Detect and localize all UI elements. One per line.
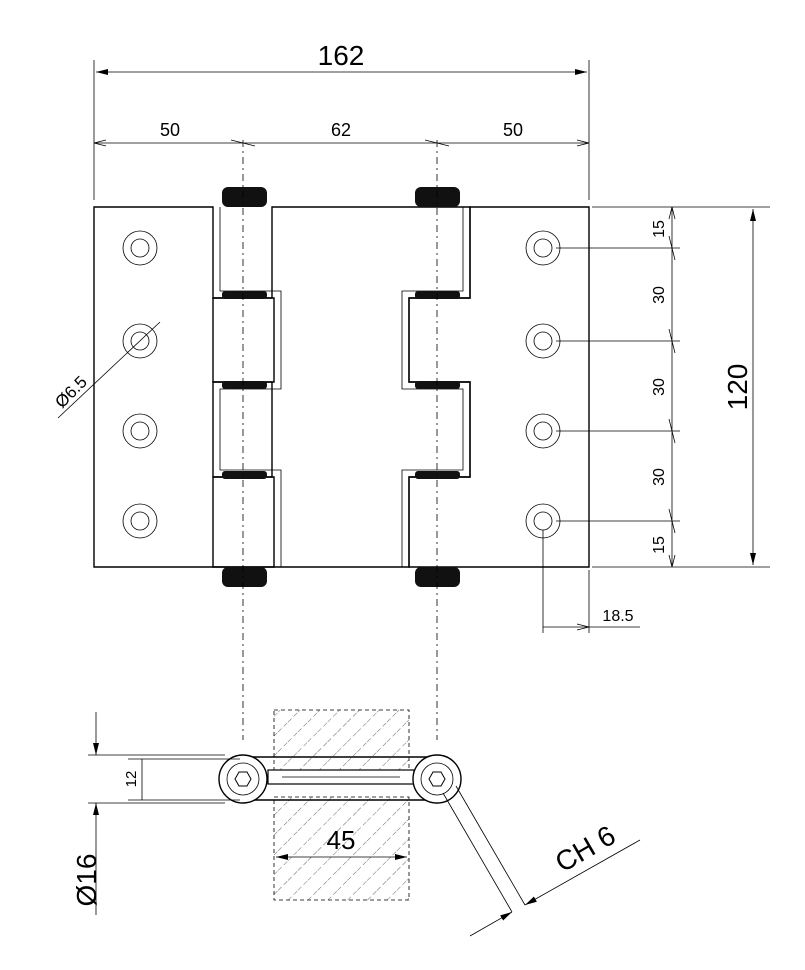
dim-center-leaf: 62 — [331, 120, 351, 140]
knuckle-right-2 — [415, 381, 460, 389]
dim-left-leaf: 50 — [160, 120, 180, 140]
hole-left-1 — [122, 230, 158, 266]
knuckle-right-1 — [415, 291, 460, 299]
hex-socket-left — [234, 771, 252, 787]
hole-right-3 — [525, 413, 561, 449]
dim-hole-edge-offset: 18.5 — [602, 608, 633, 625]
dimensions-front: 162 50 62 50 120 15 30 30 30 15 — [51, 40, 770, 633]
hole-right-2 — [525, 323, 561, 359]
hole-left-3 — [122, 413, 158, 449]
knuckle-bottom-right — [415, 567, 460, 587]
knuckle-section-right — [412, 754, 462, 804]
dim-plate-thickness: 12 — [123, 771, 140, 788]
hole-right-1 — [525, 230, 561, 266]
dim-overall-width: 162 — [318, 40, 365, 71]
dim-hole-spacing-2: 30 — [651, 378, 668, 396]
knuckle-section-left — [218, 754, 268, 804]
front-view — [93, 140, 590, 740]
dim-right-leaf: 50 — [503, 120, 523, 140]
knuckles — [222, 187, 460, 587]
knuckle-left-1 — [222, 291, 267, 299]
knuckle-right-3 — [415, 471, 460, 479]
dim-height: 120 — [722, 364, 753, 411]
section-view: 12 Ø16 45 CH 6 — [71, 709, 641, 937]
dim-hole-spacing-1: 30 — [651, 286, 668, 304]
knuckle-left-2 — [222, 381, 267, 389]
hole-left-2 — [122, 323, 158, 359]
dim-hole-spacing-3: 30 — [651, 468, 668, 486]
dim-hole-bottom-offset: 15 — [651, 536, 668, 554]
dim-hole-top-offset: 15 — [651, 220, 668, 238]
dim-knuckle-diameter: Ø16 — [71, 854, 102, 907]
knuckle-left-3 — [222, 471, 267, 479]
dim-door-thickness: 45 — [327, 825, 356, 855]
dim-wrench-size: CH 6 — [550, 819, 621, 878]
door-section-upper — [273, 709, 410, 771]
hole-left-4 — [122, 503, 158, 539]
screw-holes — [122, 230, 561, 539]
hex-socket-right — [428, 771, 446, 787]
knuckle-top-right — [415, 187, 460, 207]
knuckle-bottom-left — [222, 567, 267, 587]
leader-hole-diameter — [57, 321, 161, 419]
knuckle-top-left — [222, 187, 267, 207]
door-section-lower — [273, 796, 410, 901]
